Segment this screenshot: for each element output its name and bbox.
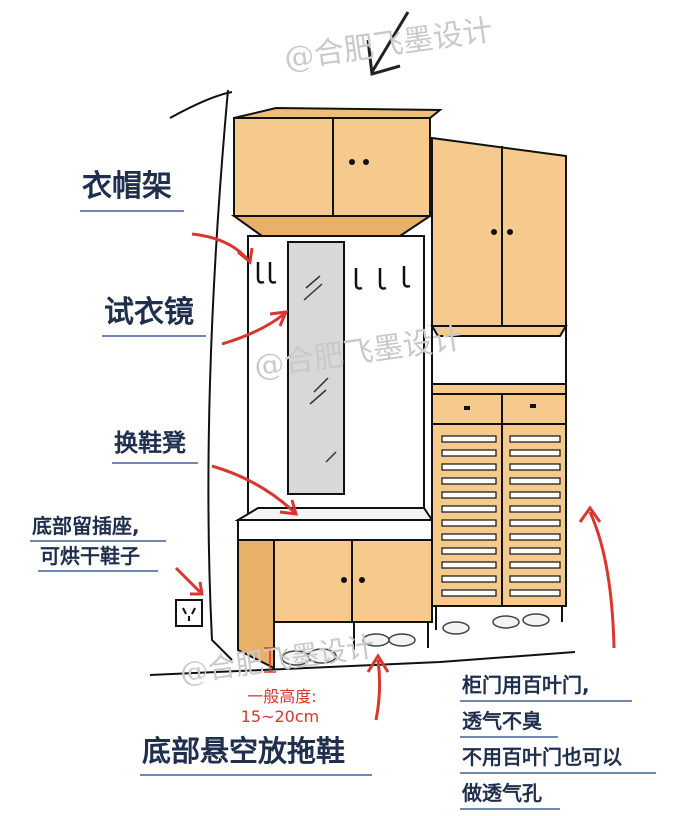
handle-icon <box>363 159 369 165</box>
red-arrow-icon <box>366 653 390 721</box>
louver-slat <box>441 547 497 555</box>
height-note-line2: 15~20cm <box>240 707 320 726</box>
label-underline <box>140 774 372 776</box>
label-underline <box>80 210 184 212</box>
label-underline <box>460 736 558 738</box>
louver-slat <box>441 561 497 569</box>
louver-slat <box>441 519 497 527</box>
louver-slat <box>509 505 561 513</box>
label-underline <box>112 462 198 464</box>
wall-edge-left <box>207 89 233 661</box>
down-arrow-icon <box>366 11 410 76</box>
louver-slat <box>441 533 497 541</box>
red-arrow-icon <box>191 232 254 265</box>
label-underline <box>460 808 560 810</box>
label-bench: 换鞋凳 <box>114 429 186 457</box>
louver-slat <box>509 533 561 541</box>
bench-cushion <box>237 519 433 541</box>
red-arrow-icon <box>174 566 204 596</box>
red-arrow-icon <box>221 310 289 346</box>
coat-hooks <box>256 262 411 290</box>
louver-slat <box>441 505 497 513</box>
label-socket-line1: 底部留插座, <box>32 514 140 538</box>
louver-slat <box>509 589 561 597</box>
louver-slat <box>509 575 561 583</box>
handle-icon <box>491 229 497 235</box>
label-socket-line2: 可烘干鞋子 <box>40 544 140 568</box>
louver-slat <box>441 435 497 443</box>
label-underline <box>30 540 166 542</box>
louver-slats <box>441 435 561 597</box>
label-bottom-hanging: 底部悬空放拖鞋 <box>142 734 346 768</box>
red-arrow-icon <box>211 464 299 516</box>
louver-slat <box>509 519 561 527</box>
louver-slat <box>441 575 497 583</box>
label-underline <box>460 700 632 702</box>
mirror <box>287 241 345 495</box>
louver-slat <box>509 435 561 443</box>
louver-slat <box>509 491 561 499</box>
height-note-line1: 一般高度: <box>247 687 317 706</box>
handle-icon <box>507 229 513 235</box>
floor-line <box>149 651 576 676</box>
wall-edge-top <box>169 91 233 119</box>
label-mirror: 试衣镜 <box>104 295 194 330</box>
handle-icon <box>341 577 347 583</box>
louver-slat <box>441 589 497 597</box>
slippers <box>281 613 550 666</box>
label-louver-line4: 做透气孔 <box>462 781 542 805</box>
label-underline <box>38 570 158 572</box>
label-louver-line3: 不用百叶门也可以 <box>462 745 622 769</box>
louver-slat <box>509 463 561 471</box>
handle-icon <box>359 577 365 583</box>
label-underline <box>102 335 206 337</box>
height-dimension <box>264 647 276 673</box>
label-underline <box>460 772 656 774</box>
louver-slat <box>509 449 561 457</box>
louver-slat <box>441 477 497 485</box>
handle-icon <box>349 159 355 165</box>
label-louver-line2: 透气不臭 <box>462 709 542 733</box>
label-coat-rack: 衣帽架 <box>82 169 172 204</box>
wall-socket-icon <box>175 599 203 627</box>
louver-slat <box>441 449 497 457</box>
louver-slat <box>509 561 561 569</box>
label-louver-line1: 柜门用百叶门, <box>462 673 590 697</box>
upper-cabinet <box>230 106 443 237</box>
louver-slat <box>509 547 561 555</box>
lower-cabinet <box>237 539 433 670</box>
louver-slat <box>509 477 561 485</box>
red-arrow-icon <box>578 505 616 649</box>
louver-slat <box>441 463 497 471</box>
louver-slat <box>441 491 497 499</box>
